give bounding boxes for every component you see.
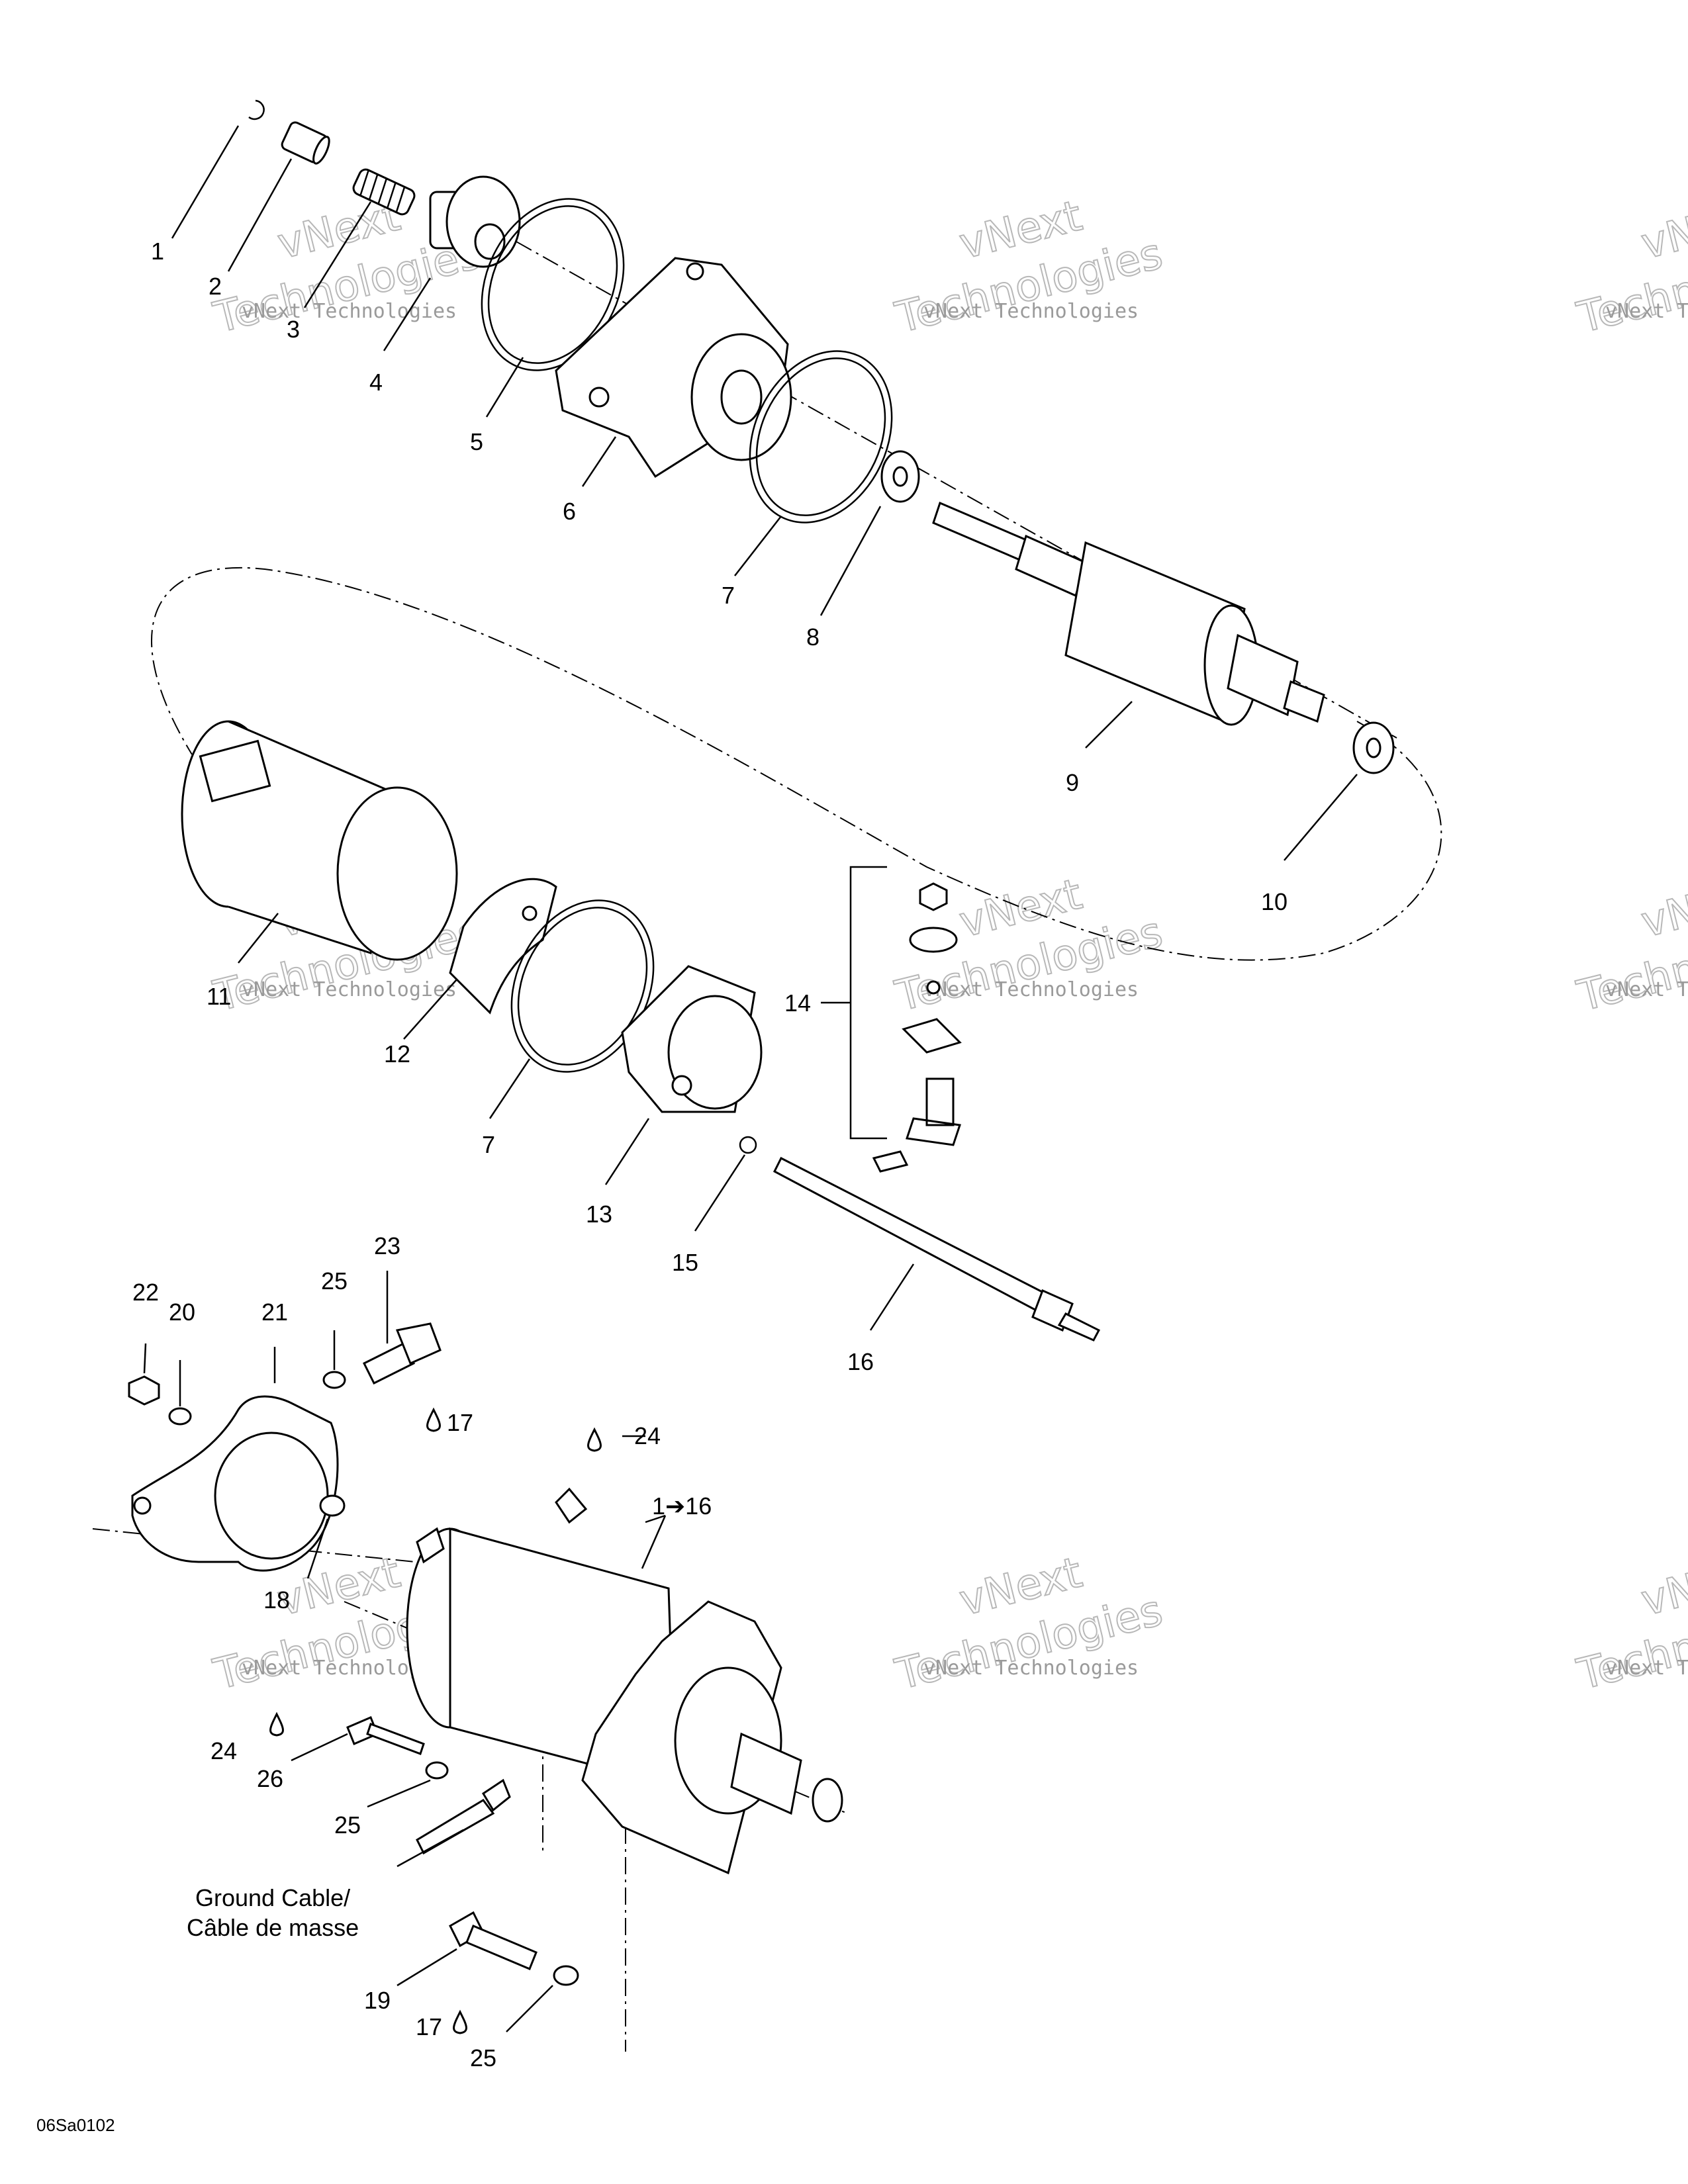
terminal-kit (821, 866, 962, 1173)
bracket (131, 1395, 339, 1572)
callout-19: 19 (364, 1987, 391, 2014)
starter-motor-assembly (406, 1487, 843, 1875)
o-ring (481, 198, 625, 371)
callout-7: 7 (482, 1131, 495, 1158)
leader-lines (143, 125, 1358, 2032)
lubricant-drop-icon (426, 1407, 441, 1432)
o-ring-inner (755, 357, 886, 516)
callout-20: 20 (169, 1298, 195, 1326)
terminal-nut (919, 882, 948, 911)
front-housing (555, 257, 792, 478)
loop-connector-line (151, 567, 1442, 961)
watermark-text: vNext Technologies (242, 978, 457, 1001)
terminal-lug (872, 1150, 909, 1173)
callout-6: 6 (563, 498, 576, 525)
bolt (362, 1322, 442, 1385)
callout-25: 25 (470, 2044, 496, 2071)
callout-2: 2 (209, 273, 222, 300)
washer (553, 1965, 579, 1986)
watermark-text: vNext Technologies (923, 1657, 1139, 1680)
watermark-brand-top: vNext (1636, 870, 1688, 947)
watermark-text: vNext Technologies (1605, 978, 1688, 1001)
callout-25: 25 (321, 1267, 348, 1295)
callout-22: 22 (132, 1279, 159, 1306)
through-bolt (773, 1156, 1101, 1342)
callout-10: 10 (1261, 888, 1288, 915)
lubricant-drop-icon (269, 1711, 284, 1737)
washer (322, 1371, 346, 1389)
ground-cable-lug (416, 1778, 511, 1855)
watermark-text: vNext Technologies (923, 300, 1139, 323)
watermark-brand-top: vNext (1636, 1548, 1688, 1625)
o-ring-inner (517, 907, 648, 1066)
callout-8: 8 (806, 623, 820, 651)
watermark-text: vNext Technologies (1605, 300, 1688, 323)
callout-12: 12 (384, 1040, 410, 1068)
callouts: 1 2 3 4 5 6 7 8 9 10 11 12 7 13 14 15 16… (132, 238, 1288, 2071)
watermark-text: vNext Technologies (923, 978, 1139, 1001)
callout-7: 7 (722, 582, 735, 609)
watermark-text: vNext Technologies (242, 300, 457, 323)
armature (932, 501, 1325, 726)
sleeve (281, 121, 330, 165)
callout-1: 1 (151, 238, 164, 265)
callout-1-to-16: 1➔16 (652, 1492, 712, 1520)
lubricant-drop-icon (453, 2009, 467, 2034)
callout-24: 24 (634, 1422, 661, 1449)
terminal-washer (926, 980, 941, 995)
callout-17: 17 (447, 1409, 473, 1436)
callout-3: 3 (287, 316, 300, 343)
screw (346, 1716, 425, 1755)
callout-13: 13 (586, 1201, 612, 1228)
callout-24: 24 (211, 1737, 237, 1764)
small-o-ring (739, 1136, 757, 1154)
callout-15: 15 (672, 1249, 698, 1276)
terminal-plate (902, 1018, 962, 1054)
washer (1352, 721, 1395, 774)
callout-9: 9 (1066, 769, 1079, 796)
rear-cover (621, 965, 763, 1113)
callout-25: 25 (334, 1811, 361, 1839)
callout-17: 17 (416, 2013, 442, 2040)
pinion-drive (429, 175, 521, 268)
washer (880, 450, 920, 503)
brush-plate (449, 878, 557, 1015)
bolt (449, 1911, 538, 1970)
terminal-bolt (906, 1077, 961, 1146)
washer (319, 1494, 346, 1517)
o-ring (749, 350, 893, 523)
lubricant-drop-icon (587, 1427, 602, 1452)
ground-cable-label-line2: Câble de masse (187, 1914, 359, 1941)
callout-11: 11 (207, 983, 231, 1010)
diagram-code: 06Sa0102 (36, 2115, 115, 2135)
yoke (181, 720, 458, 961)
watermark-text: vNext Technologies (1605, 1657, 1688, 1680)
callout-16: 16 (847, 1348, 874, 1375)
callout-18: 18 (263, 1586, 290, 1614)
nut (128, 1375, 160, 1406)
o-ring-inner (487, 205, 618, 364)
callout-14: 14 (784, 989, 811, 1017)
ground-cable-label-line1: Ground Cable/ (195, 1884, 350, 1911)
washer (168, 1407, 192, 1426)
callout-4: 4 (369, 369, 383, 396)
watermark-brand-top: vNext (1636, 191, 1688, 269)
callout-23: 23 (374, 1232, 400, 1259)
callout-5: 5 (470, 428, 483, 455)
circlip (248, 99, 265, 120)
callout-26: 26 (257, 1765, 283, 1792)
spring (352, 168, 416, 216)
washer (425, 1761, 449, 1780)
terminal-insulator (909, 927, 958, 953)
callout-21: 21 (261, 1298, 288, 1326)
